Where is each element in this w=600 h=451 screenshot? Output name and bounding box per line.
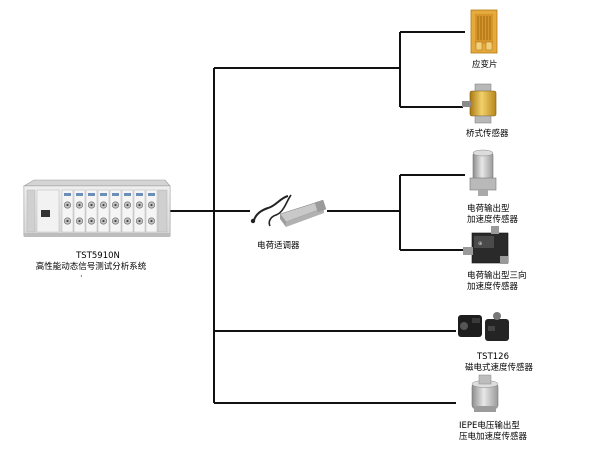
sensor-label-iepe-accelerometer: IEPE电压输出型 压电加速度传感器 [459, 421, 528, 442]
chassis-channel-module [85, 189, 98, 233]
chassis-channel-module [73, 189, 86, 233]
triaxial-accelerometer-image: ⊕ [463, 226, 509, 264]
chassis-channel-module [109, 189, 122, 233]
system-model: TST5910N [76, 251, 120, 261]
chassis-channel-module [145, 189, 158, 233]
charge-conditioner-image [250, 194, 327, 227]
iepe-accelerometer-image [471, 374, 499, 412]
sensor-label-tst126: TST126 磁电式速度传感器 [464, 352, 533, 373]
chassis-channel-module [97, 189, 110, 233]
sensor-label-charge-accelerometer: 电荷输出型 加速度传感器 [467, 204, 519, 225]
sensor-label-strain-gauge: 应变片 [472, 60, 498, 70]
sensor-label-triaxial-accelerometer: 电荷输出型三向 加速度传感器 [467, 271, 527, 292]
chassis-channel-module [61, 189, 74, 233]
tst5910n-chassis-image [22, 179, 171, 237]
sensor-label-bridge-sensor: 桥式传感器 [466, 129, 509, 139]
svg-text:⊕: ⊕ [478, 241, 482, 247]
chassis-channel-module [133, 189, 146, 233]
strain-gauge-image [470, 9, 498, 54]
conditioner-label: 电荷适调器 [257, 241, 300, 251]
connection-lines [163, 31, 465, 404]
chassis-modules [61, 189, 158, 233]
system-mark: · [80, 272, 83, 282]
system-name: 高性能动态信号测试分析系统 [35, 262, 147, 272]
charge-accelerometer-image [469, 149, 497, 196]
system-label: TST5910N 高性能动态信号测试分析系统 · [36, 251, 158, 282]
chassis-channel-module [121, 189, 134, 233]
bridge-sensor-image [462, 83, 497, 124]
tst126-velocity-sensor-image [458, 312, 509, 341]
